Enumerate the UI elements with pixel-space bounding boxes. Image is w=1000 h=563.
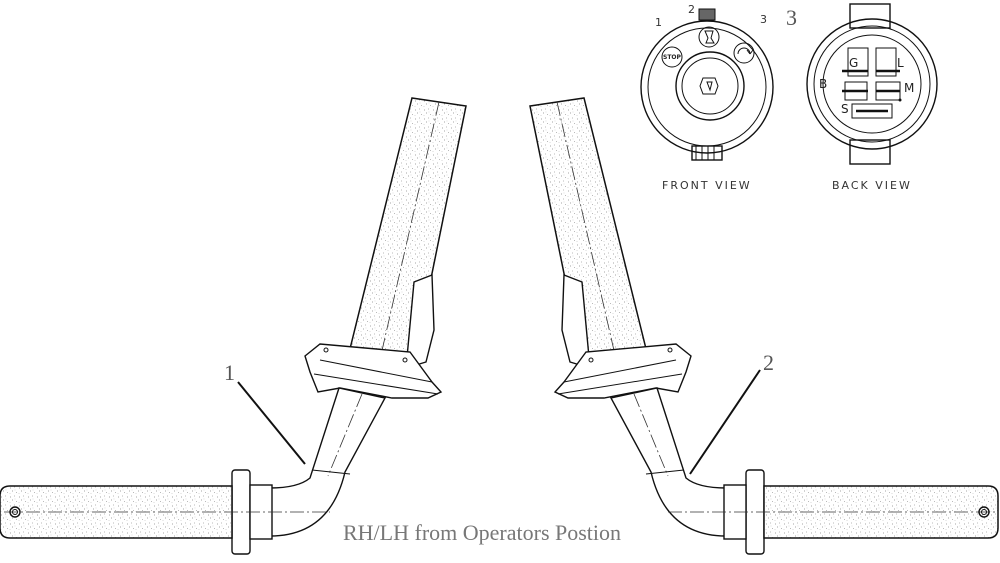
back-view-label: BACK VIEW <box>832 179 912 192</box>
terminal-b: B <box>819 77 827 91</box>
stop-label: STOP <box>663 54 682 61</box>
rh-tube-bend <box>269 387 387 537</box>
lh-steering-handle <box>529 97 999 555</box>
lh-mount-plate <box>553 343 692 399</box>
terminal-s: S <box>841 102 849 116</box>
switch-position-3: 3 <box>760 13 767 26</box>
callout-2-leader <box>689 369 761 475</box>
diagram-caption: RH/LH from Operators Postion <box>343 520 621 545</box>
ignition-switch-back-view <box>806 3 938 165</box>
lh-lower-grip <box>763 485 999 539</box>
ignition-switch-front-view: STOP <box>640 8 774 161</box>
lh-upper-grip <box>529 97 651 373</box>
lh-tube-bend <box>609 387 727 537</box>
callout-1-leader <box>237 381 306 465</box>
callout-3: 3 <box>786 5 797 30</box>
switch-position-2: 2 <box>688 3 695 16</box>
callout-2: 2 <box>763 350 774 375</box>
callout-1: 1 <box>224 360 235 385</box>
front-view-label: FRONT VIEW <box>662 179 752 192</box>
switch-position-1: 1 <box>655 16 662 29</box>
terminal-m: M <box>904 81 914 95</box>
terminal-l: L <box>897 56 904 70</box>
terminal-g: G <box>849 56 858 70</box>
rh-upper-grip <box>345 97 467 373</box>
rh-steering-handle <box>0 97 467 555</box>
rh-mount-plate <box>304 343 443 399</box>
